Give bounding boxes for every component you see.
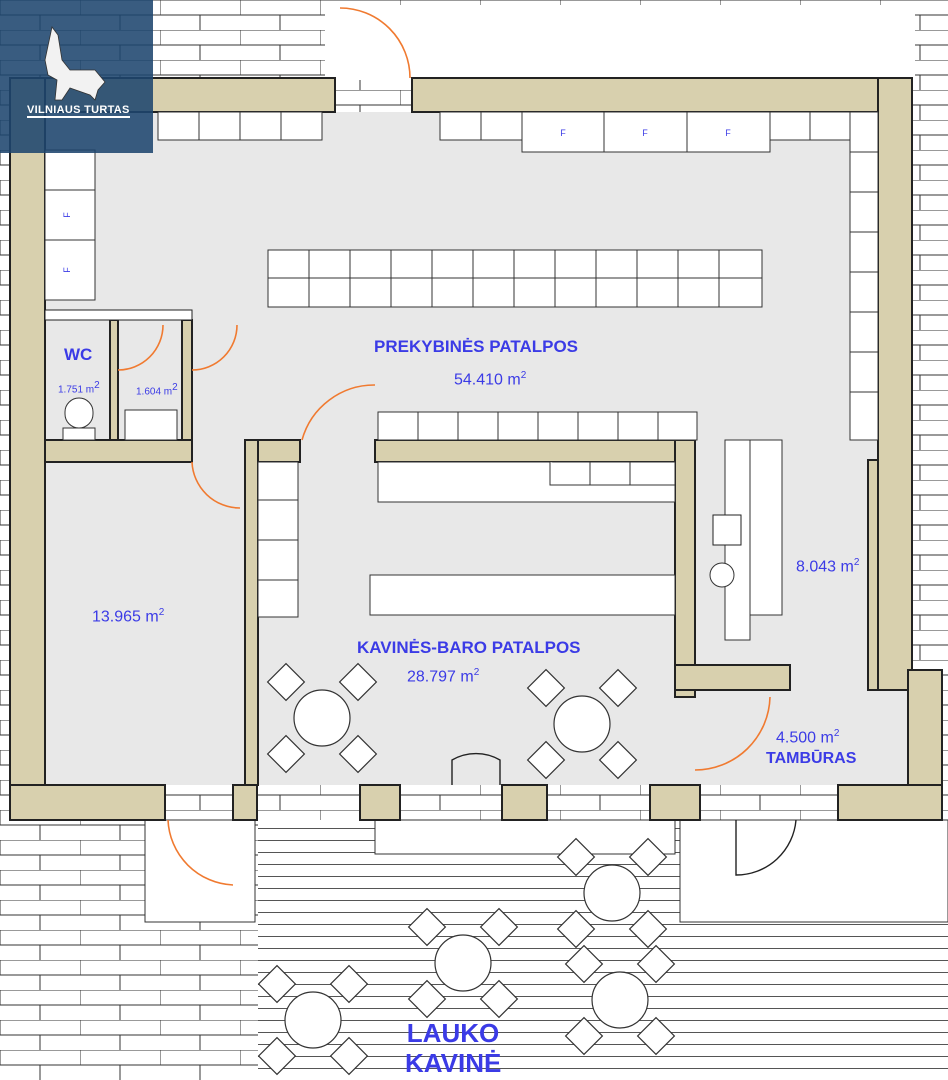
doors xyxy=(117,7,771,886)
wolf-icon xyxy=(44,26,106,101)
terrace-label-line2: KAVINĖ xyxy=(405,1048,502,1078)
svg-text:F: F xyxy=(62,267,72,273)
logo: VILNIAUS TURTAS xyxy=(0,0,153,153)
terrace-label: LAUKO KAVINĖ xyxy=(405,1018,501,1078)
vestibule-room-area: 4.500 m2 xyxy=(776,728,840,747)
entrance-area xyxy=(325,5,915,80)
shelving xyxy=(44,111,879,641)
wc-room-area: 1.751 m2 xyxy=(58,380,100,396)
storage-room-area: 13.965 m2 xyxy=(92,607,165,626)
retail-room-area: 54.410 m2 xyxy=(454,370,527,389)
wc-room-name: WC xyxy=(64,345,93,364)
logo-text: VILNIAUS TURTAS xyxy=(27,104,130,118)
svg-text:F: F xyxy=(62,212,72,218)
cafe-room-area: 28.797 m2 xyxy=(407,667,480,686)
retail-room-name: PREKYBINĖS PATALPOS xyxy=(374,337,579,356)
vestibule-room-name: TAMBŪRAS xyxy=(766,750,857,767)
fridge-labels: F F F F F xyxy=(62,128,731,273)
terrace-label-line1: LAUKO xyxy=(406,1018,500,1048)
wash-room-area: 1.604 m2 xyxy=(136,382,178,398)
svg-text:F: F xyxy=(560,128,566,138)
svg-text:F: F xyxy=(642,128,648,138)
cafe-room-name: KAVINĖS-BARO PATALPOS xyxy=(357,638,581,657)
office-room-area: 8.043 m2 xyxy=(796,557,860,576)
svg-text:F: F xyxy=(725,128,731,138)
